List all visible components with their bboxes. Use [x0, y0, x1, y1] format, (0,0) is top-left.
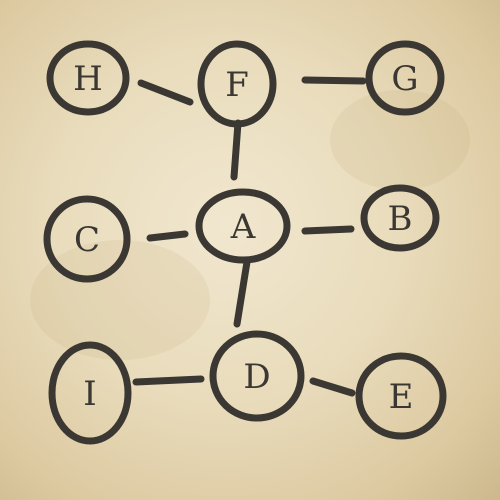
node-circle	[195, 188, 291, 264]
node-label: F	[225, 65, 249, 105]
edge-f-g	[301, 76, 367, 85]
node-circle	[46, 40, 130, 116]
node-label: I	[83, 374, 96, 414]
node-e: E	[355, 352, 447, 440]
node-circle	[365, 40, 445, 116]
node-label: A	[230, 207, 256, 247]
node-i: I	[48, 341, 132, 445]
node-g: G	[365, 40, 445, 116]
nodes-layer: H F G C A B I D E	[43, 40, 447, 445]
node-c: C	[43, 195, 131, 283]
node-circle	[209, 330, 305, 422]
edges-layer	[132, 76, 367, 397]
edge-i-d	[132, 375, 205, 386]
edge-c-a	[146, 230, 189, 242]
edge-f-a	[230, 119, 242, 181]
node-a: A	[195, 188, 291, 264]
node-label: H	[73, 59, 103, 99]
node-f: F	[197, 40, 277, 128]
node-circle	[355, 352, 447, 440]
node-circle	[43, 195, 131, 283]
node-label: G	[391, 59, 418, 99]
node-b: B	[360, 184, 440, 252]
edge-d-e	[309, 377, 356, 397]
node-d: D	[209, 330, 305, 422]
edge-a-b	[301, 225, 355, 235]
node-label: D	[243, 357, 270, 397]
edge-a-d	[233, 258, 251, 328]
node-label: C	[74, 220, 100, 260]
node-circle	[197, 40, 277, 128]
node-label: B	[388, 199, 413, 239]
node-circle	[360, 184, 440, 252]
paper-stain	[30, 240, 210, 360]
edge-h-f	[137, 79, 194, 106]
paper-stain	[330, 90, 470, 190]
node-label: E	[389, 377, 414, 417]
node-h: H	[46, 40, 130, 116]
node-circle	[48, 341, 132, 445]
